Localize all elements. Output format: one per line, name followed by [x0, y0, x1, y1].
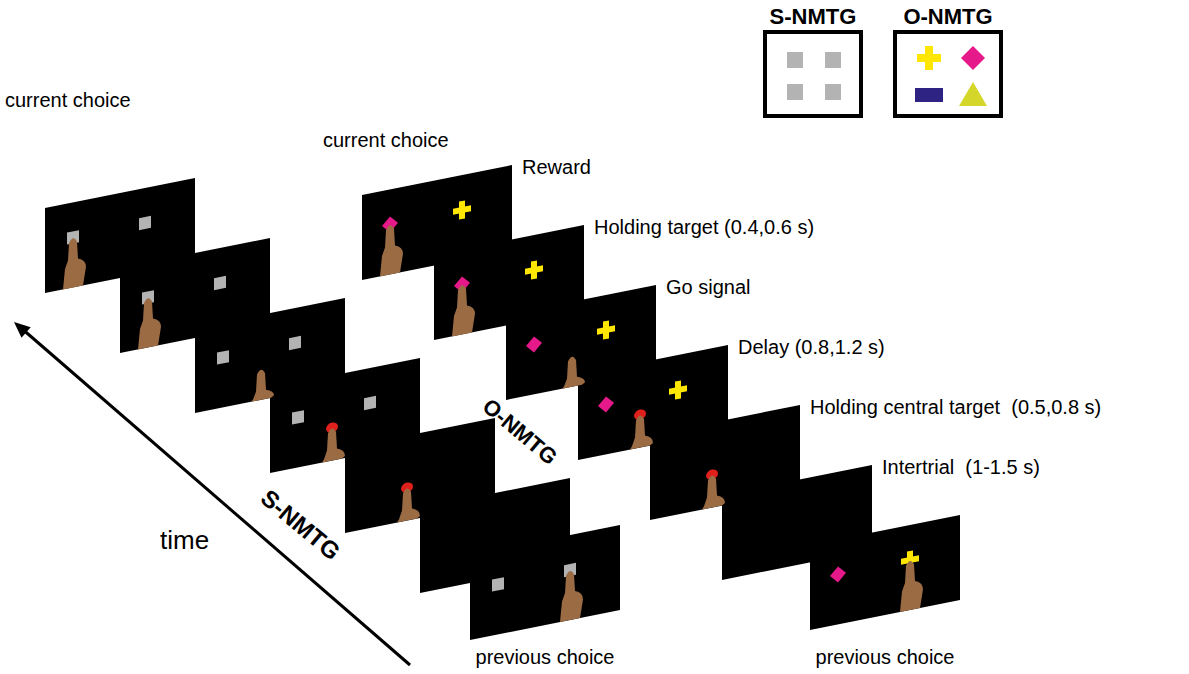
set-frame: [893, 30, 1003, 118]
hand: [397, 486, 420, 523]
screen: [362, 165, 512, 280]
phase-label: Holding central target (0.5,0.8 s): [810, 395, 1101, 419]
grey-square: [825, 84, 841, 100]
hand: [452, 283, 475, 337]
choice-label: current choice: [5, 88, 131, 112]
yellow-cross: [459, 200, 465, 219]
yellow-cross: [675, 380, 681, 399]
magenta-diamond: [598, 395, 614, 414]
screen-ground: [470, 525, 620, 640]
hand: [702, 473, 725, 510]
screen-ground: [45, 178, 195, 293]
phase-label: Go signal: [666, 275, 751, 299]
purple-rectangle: [915, 88, 943, 102]
set-heading: S-NMTG: [763, 4, 863, 30]
yellow-cross: [531, 260, 537, 279]
phase-label: Delay (0.8,1.2 s): [738, 335, 885, 359]
grey-square: [214, 276, 226, 290]
hand: [630, 413, 653, 450]
set-frame: [763, 30, 863, 118]
grey-square: [492, 577, 504, 591]
set-shapes: [767, 34, 859, 114]
grey-square: [364, 396, 376, 410]
choice-label: current choice: [323, 128, 449, 152]
stimulus-set-box: S-NMTG: [763, 4, 863, 118]
yellow-cross: [603, 320, 609, 339]
choice-label: previous choice: [816, 645, 955, 669]
set-shapes: [897, 34, 999, 114]
yellow-cross: [925, 46, 933, 70]
phase-label: Reward: [522, 155, 591, 179]
grey-square: [139, 216, 151, 230]
axis-label: time: [160, 525, 209, 555]
hand: [63, 236, 86, 290]
hand: [251, 367, 274, 402]
hand: [322, 426, 345, 463]
green-triangle: [959, 82, 987, 106]
phase-label: Intertrial (1-1.5 s): [882, 455, 1040, 479]
grey-square: [289, 336, 301, 350]
hand: [380, 223, 403, 277]
choice-label: previous choice: [476, 645, 615, 669]
screen: [470, 525, 620, 640]
grey-square: [292, 410, 304, 424]
time-arrow-head: [14, 322, 31, 338]
magenta-diamond: [526, 335, 542, 354]
set-heading: O-NMTG: [893, 4, 1003, 30]
stimulus-set-box: O-NMTG: [893, 4, 1003, 118]
hand: [900, 558, 923, 612]
magenta-diamond: [830, 565, 846, 584]
hand: [138, 296, 161, 350]
screen-ground: [362, 165, 512, 280]
screen: [45, 178, 195, 293]
screen: [810, 515, 960, 630]
grey-square: [217, 350, 229, 364]
time-arrow-line: [24, 331, 410, 666]
phase-label: Holding target (0.4,0.6 s): [594, 215, 814, 239]
grey-square: [787, 52, 803, 68]
magenta-diamond: [961, 46, 985, 70]
screen-ground: [810, 515, 960, 630]
grey-square: [787, 84, 803, 100]
hand: [562, 354, 585, 389]
task-name: S-NMTG: [255, 484, 346, 566]
hand: [560, 568, 583, 622]
grey-square: [825, 52, 841, 68]
